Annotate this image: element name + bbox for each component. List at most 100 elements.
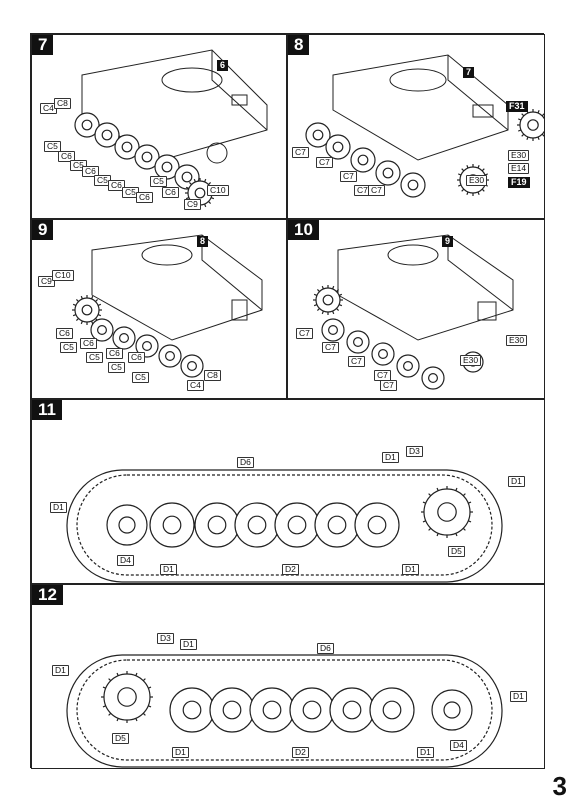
part-label: C6 [82, 166, 99, 177]
wheel-hub [332, 141, 344, 153]
sprocket-tooth [116, 672, 119, 676]
part-label: C7 [296, 328, 313, 339]
sprocket-tooth [436, 487, 439, 491]
part-label: D2 [292, 747, 309, 758]
wheel-hub [342, 700, 362, 720]
sprocket-tooth [468, 501, 472, 504]
part-label: C6 [162, 187, 179, 198]
sprocket-tooth [466, 191, 469, 196]
wheel-hub [367, 515, 387, 535]
sprocket-tooth [72, 303, 77, 306]
wheel-hub [181, 171, 193, 183]
part-label: C10 [207, 185, 229, 196]
hull-part-label: 9 [442, 236, 454, 247]
sprocket-tooth [541, 133, 544, 137]
step-12-panel: 12 D3 D1 D6 D1 D1 D5 D1 D2 D1 D4 [31, 584, 545, 769]
sprocket-tooth [521, 133, 525, 137]
wheel-hub [141, 340, 152, 351]
part-label: D2 [282, 564, 299, 575]
part-label: C10 [52, 270, 74, 281]
part-label: C6 [136, 192, 153, 203]
step-number: 12 [32, 585, 63, 605]
part-label: C5 [150, 176, 167, 187]
step-7-panel: 7 6 C4 C8 C5 C6 C5 C6 C5 C6 C5 C6 C5 C6 … [31, 34, 287, 219]
part-label: C8 [54, 98, 71, 109]
sprocket-tooth [481, 188, 485, 192]
wheel-hub [182, 700, 202, 720]
step-8-illustration [305, 54, 544, 198]
sprocket-tooth [436, 533, 439, 537]
sprocket-tooth [185, 186, 190, 189]
wheel-hub [357, 154, 369, 166]
part-label: E30 [460, 355, 482, 366]
part-label: E30 [466, 175, 488, 186]
sprocket-tooth [316, 308, 320, 312]
part-label: E14 [508, 163, 530, 174]
sprocket-tooth [80, 320, 83, 325]
part-label: D3 [157, 633, 174, 644]
wheel-hub [382, 167, 394, 179]
sprocket-tooth [428, 527, 432, 531]
sprocket-tooth [422, 520, 426, 523]
sprocket-tooth [313, 293, 318, 296]
step-number: 9 [32, 220, 54, 240]
wheel-hub [428, 373, 439, 384]
part-label: D4 [117, 555, 134, 566]
step-number: 8 [288, 35, 310, 55]
part-label: D1 [52, 665, 69, 676]
wheel-hub [402, 361, 413, 372]
sprocket-tooth [193, 178, 196, 183]
instruction-page-frame: 7 6 C4 C8 C5 C6 C5 C6 C5 C6 C5 C6 C5 C6 … [30, 33, 545, 769]
part-label: C9 [184, 199, 201, 210]
step-11-panel: 11 D6 D1 D3 D1 D1 D4 D1 D2 D1 D5 [31, 399, 545, 584]
wheel-hub [302, 700, 322, 720]
wheel-hub [443, 701, 461, 719]
sprocket-tooth [185, 197, 190, 200]
wheel-hub [162, 515, 182, 535]
wheel-hub [262, 700, 282, 720]
part-label: C5 [44, 141, 61, 152]
sprocket-tooth [204, 203, 207, 208]
part-label: D1 [508, 476, 525, 487]
wheel-hub [377, 349, 388, 360]
sprocket-tooth [521, 113, 525, 117]
part-label: D1 [50, 502, 67, 513]
sprocket-tooth [210, 197, 215, 200]
step-10-panel: 10 9 C7 C7 C7 C7 C7 E30 E30 [287, 219, 545, 399]
sprocket-tooth [321, 310, 324, 315]
part-label: C8 [204, 370, 221, 381]
hull-part-label: 6 [217, 60, 229, 71]
sprocket-tooth [135, 718, 138, 722]
sprocket-tooth [142, 678, 146, 682]
part-label: D1 [180, 639, 197, 650]
part-label: C7 [292, 147, 309, 158]
page-number: 3 [552, 771, 567, 801]
part-label: C7 [348, 356, 365, 367]
part-label: D1 [160, 564, 177, 575]
sprocket-tooth [108, 678, 112, 682]
part-label: D1 [382, 452, 399, 463]
part-label: C7 [316, 157, 333, 168]
sprocket-tooth [338, 293, 343, 296]
part-label: E30 [506, 335, 528, 346]
wheel-hub [437, 502, 457, 522]
wheel-hub [194, 187, 206, 199]
part-label: C9 [38, 276, 55, 287]
sprocket-tooth [422, 501, 426, 504]
wheel-hub [287, 515, 307, 535]
sprocket-tooth [91, 295, 94, 300]
step-number: 10 [288, 220, 319, 240]
part-label: D1 [172, 747, 189, 758]
step-9-illustration [72, 234, 263, 378]
sprocket-tooth [336, 288, 340, 292]
sprocket-tooth [332, 285, 335, 290]
sprocket-tooth [321, 285, 324, 290]
sprocket-tooth [462, 527, 466, 531]
sprocket-tooth [428, 493, 432, 497]
part-label: C7 [368, 185, 385, 196]
sprocket-tooth [116, 718, 119, 722]
sprocket-tooth [466, 164, 469, 169]
wheel-hub [382, 700, 402, 720]
sprocket-tooth [526, 136, 529, 141]
part-label: C4 [187, 380, 204, 391]
